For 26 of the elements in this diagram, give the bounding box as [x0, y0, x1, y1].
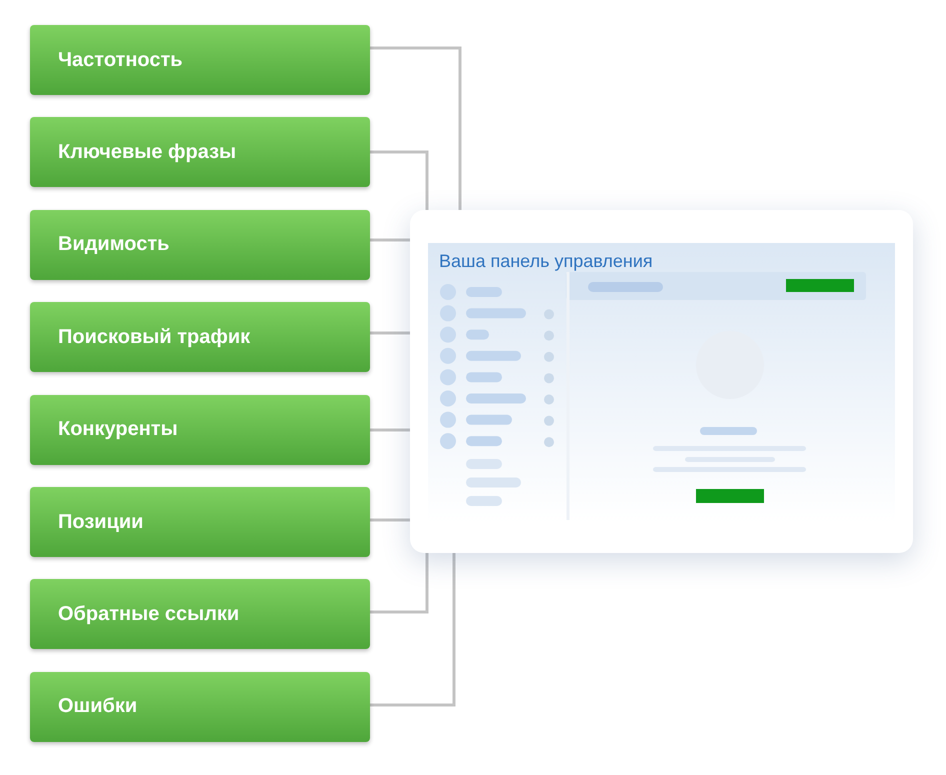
- topic-label: Конкуренты: [58, 418, 178, 442]
- topic-box: [30, 210, 370, 280]
- topic-label: Обратные ссылки: [58, 602, 240, 626]
- topic-box: [30, 117, 370, 188]
- topic-box: [30, 579, 370, 650]
- topic-box: [30, 394, 370, 465]
- dashboard-card: [410, 210, 913, 553]
- topic-box: [30, 25, 370, 95]
- topic-label: Ошибки: [58, 695, 138, 718]
- topic-label: Позиции: [58, 510, 144, 534]
- connector-line: [370, 238, 410, 242]
- topic-label: Частотность: [58, 48, 183, 72]
- connector-line: [370, 553, 456, 706]
- connector-line: [370, 428, 410, 432]
- topic-label: Ключевые фразы: [58, 140, 236, 164]
- topic-box: [30, 487, 370, 557]
- panel-title: Ваша панель управления: [439, 251, 653, 272]
- topic-box: [30, 302, 370, 372]
- connector-line: [370, 46, 462, 210]
- connector-line: [370, 332, 410, 334]
- topic-label: Видимость: [58, 233, 170, 256]
- topic-label: Поисковый трафик: [58, 326, 250, 349]
- topic-box: [30, 672, 370, 742]
- connector-line: [370, 553, 428, 614]
- connector-line: [370, 150, 428, 210]
- connector-line: [370, 518, 410, 522]
